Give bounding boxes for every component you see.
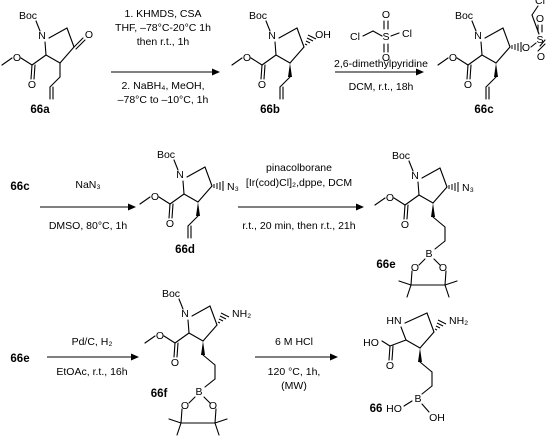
atom-boc: Boc bbox=[249, 10, 267, 22]
atom-o: O bbox=[85, 29, 93, 41]
compound-66d-structure: N Boc O O N₃ bbox=[139, 149, 239, 239]
atom-o: O bbox=[449, 52, 457, 64]
compound-label-66c-start: 66c bbox=[10, 181, 30, 193]
atom-boc: Boc bbox=[157, 149, 175, 161]
atom-o: O bbox=[156, 330, 164, 342]
atom-o: O bbox=[258, 79, 266, 91]
atom-o: O bbox=[13, 52, 21, 64]
compound-label-66e: 66e bbox=[376, 259, 395, 271]
atom-nh: HN bbox=[386, 315, 401, 327]
atom-nh2: NH₂ bbox=[232, 308, 251, 320]
atom-boc: Boc bbox=[392, 150, 410, 162]
atom-b: B bbox=[425, 248, 432, 260]
atom-o: O bbox=[171, 357, 179, 369]
atom-o: O bbox=[243, 52, 251, 64]
compound-66-structure: HN O HO NH₂ B HO OH bbox=[363, 312, 468, 424]
compound-66c-structure: N Boc O O O S O O Cl bbox=[437, 0, 546, 100]
step5-line2: EtOAc, r.t., 16h bbox=[56, 366, 127, 378]
compound-66e-structure: N Boc O O N₃ B O O bbox=[374, 150, 474, 298]
atom-cl: Cl bbox=[350, 31, 360, 43]
step1-line3: then r.t., 1h bbox=[137, 36, 190, 48]
atom-boc: Boc bbox=[19, 10, 37, 22]
atom-boc: Boc bbox=[455, 10, 473, 22]
atom-o: O bbox=[464, 79, 472, 91]
atom-o: O bbox=[411, 262, 419, 274]
compound-label-66f: 66f bbox=[151, 388, 168, 400]
compound-label-66d: 66d bbox=[175, 244, 195, 256]
atom-o: O bbox=[382, 52, 390, 64]
reaction-arrow-4 bbox=[238, 203, 364, 211]
atom-o: O bbox=[382, 9, 390, 21]
step1-line4: 2. NaBH₄, MeOH, bbox=[121, 80, 204, 92]
atom-o: O bbox=[166, 218, 174, 230]
reaction-arrow-5 bbox=[47, 353, 139, 361]
atom-n: N bbox=[411, 170, 419, 182]
step3-line2: DMSO, 80°C, 1h bbox=[49, 220, 127, 232]
atom-ho: HO bbox=[363, 337, 379, 349]
atom-oh: OH bbox=[429, 412, 445, 424]
atom-b: B bbox=[414, 393, 421, 405]
atom-n: N bbox=[176, 169, 184, 181]
atom-o: O bbox=[209, 400, 217, 412]
atom-o: O bbox=[386, 360, 394, 372]
atom-n: N bbox=[181, 308, 189, 320]
step5-line1: Pd/C, H₂ bbox=[72, 336, 113, 348]
atom-nh2: NH₂ bbox=[449, 315, 468, 327]
atom-cl: Cl bbox=[535, 0, 545, 7]
step2-line2: DCM, r.t., 18h bbox=[349, 81, 414, 93]
compound-66b-structure: N Boc O O OH bbox=[231, 10, 331, 100]
atom-o: O bbox=[439, 262, 447, 274]
atom-o: O bbox=[537, 51, 545, 63]
atom-o: O bbox=[181, 400, 189, 412]
atom-o: O bbox=[28, 79, 36, 91]
compound-label-66a: 66a bbox=[30, 104, 50, 116]
atom-s: S bbox=[536, 34, 543, 46]
step1-line1: 1. KHMDS, CSA bbox=[124, 8, 201, 20]
atom-n: N bbox=[268, 30, 276, 42]
reaction-arrow-3 bbox=[40, 203, 136, 211]
atom-n: N bbox=[38, 30, 46, 42]
step6-line3: (MW) bbox=[281, 380, 307, 392]
step6-line1: 6 M HCl bbox=[275, 336, 313, 348]
step1-line5: –78°C to –10°C, 1h bbox=[118, 94, 209, 106]
step3-line1: NaN₃ bbox=[75, 179, 100, 191]
compound-label-66: 66 bbox=[370, 403, 383, 415]
compound-label-66e-start: 66e bbox=[10, 353, 29, 365]
atom-boc: Boc bbox=[162, 288, 180, 300]
atom-cl: Cl bbox=[402, 28, 412, 40]
reaction-arrow-2 bbox=[335, 68, 424, 76]
atom-s: S bbox=[382, 31, 389, 43]
step1-line2: THF, –78°C-20°C 1h bbox=[115, 22, 211, 34]
step4-line2: [Ir(cod)Cl]₂,dppe, DCM bbox=[246, 177, 352, 189]
compound-label-66b: 66b bbox=[260, 104, 280, 116]
reaction-arrow-6 bbox=[255, 353, 338, 361]
atom-n: N bbox=[474, 30, 482, 42]
reaction-arrow-1 bbox=[111, 68, 220, 76]
step6-line2: 120 °C, 1h, bbox=[268, 366, 321, 378]
compound-label-66c: 66c bbox=[474, 104, 494, 116]
atom-n3: N₃ bbox=[227, 181, 239, 193]
atom-o: O bbox=[536, 13, 544, 25]
compound-66f-structure: N Boc O O NH₂ B O O bbox=[144, 288, 251, 436]
atom-o: O bbox=[151, 191, 159, 203]
reagent-chloromethanesulfonyl-chloride: Cl S O O Cl bbox=[350, 9, 412, 64]
atom-o: O bbox=[522, 42, 530, 54]
atom-n3: N₃ bbox=[462, 182, 474, 194]
atom-oh: OH bbox=[315, 29, 331, 41]
step4-line3: r.t., 20 min, then r.t., 21h bbox=[242, 220, 355, 232]
step2-line1: 2,6-dimethylpyridine bbox=[334, 58, 428, 70]
compound-66a-structure: N Boc O O O bbox=[1, 10, 93, 100]
atom-o: O bbox=[401, 219, 409, 231]
atom-b: B bbox=[195, 386, 202, 398]
step4-line1: pinacolborane bbox=[266, 162, 332, 174]
atom-ho: HO bbox=[386, 403, 402, 415]
atom-o: O bbox=[386, 192, 394, 204]
